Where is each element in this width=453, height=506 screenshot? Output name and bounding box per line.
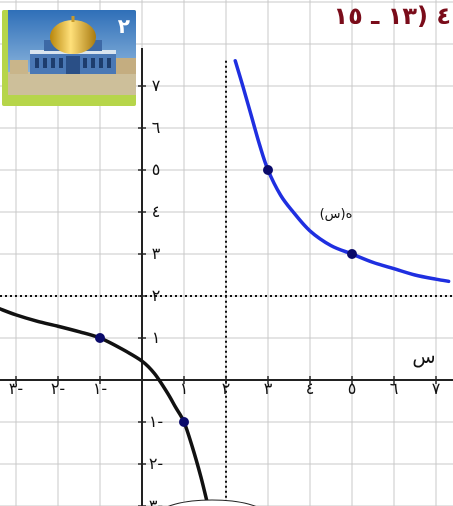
- badge-number: ٢: [117, 14, 130, 38]
- y-tick-label: ٢-: [149, 454, 163, 473]
- data-point: [263, 165, 273, 175]
- x-tick-label: ٧: [432, 379, 441, 398]
- y-tick-label: ٤: [152, 202, 161, 221]
- curve-black: [0, 307, 210, 506]
- x-tick-label: ١: [180, 379, 189, 398]
- dome-of-the-rock-photo: [8, 10, 136, 95]
- page-title: ٤ (١٣ ـ ١٥: [333, 2, 452, 30]
- curves: [0, 59, 451, 506]
- x-tick-label: ٥: [348, 379, 357, 398]
- tick-labels: ٣- ٢- ١- ١ ٢ ٣ ٤ ٥ ٦ ٧ ٧ ٦ ٥ ٤ ٣ ٢ ١ ١- ٢- ٣-: [9, 76, 441, 506]
- data-point: [347, 249, 357, 259]
- y-tick-label: ١-: [149, 412, 163, 431]
- x-tick-label: ٤: [306, 379, 315, 398]
- x-tick-label: ٣: [264, 379, 273, 398]
- x-tick-label: ٦: [390, 379, 399, 398]
- y-tick-label: ٦: [152, 118, 161, 137]
- curve-label: ه(س): [320, 207, 353, 222]
- asymptotes: [0, 60, 453, 506]
- y-tick-label: ٧: [152, 76, 161, 95]
- x-tick-label: ١-: [93, 379, 107, 398]
- y-tick-label: ٢: [152, 286, 161, 305]
- x-tick-label: ٢: [222, 379, 231, 398]
- x-tick-label: ٣-: [9, 379, 23, 398]
- y-tick-label: ٣: [152, 244, 161, 263]
- x-tick-label: ٢-: [51, 379, 65, 398]
- lesson-badge: ٢: [2, 10, 136, 106]
- curve-blue: [233, 59, 451, 284]
- x-axis-label: س: [412, 346, 435, 368]
- data-point: [179, 417, 189, 427]
- points: [95, 165, 357, 506]
- bottom-patch: [167, 499, 257, 506]
- data-point: [95, 333, 105, 343]
- y-tick-label: ١: [152, 328, 161, 347]
- y-tick-label: ٣-: [149, 496, 163, 506]
- y-tick-label: ٥: [152, 160, 161, 179]
